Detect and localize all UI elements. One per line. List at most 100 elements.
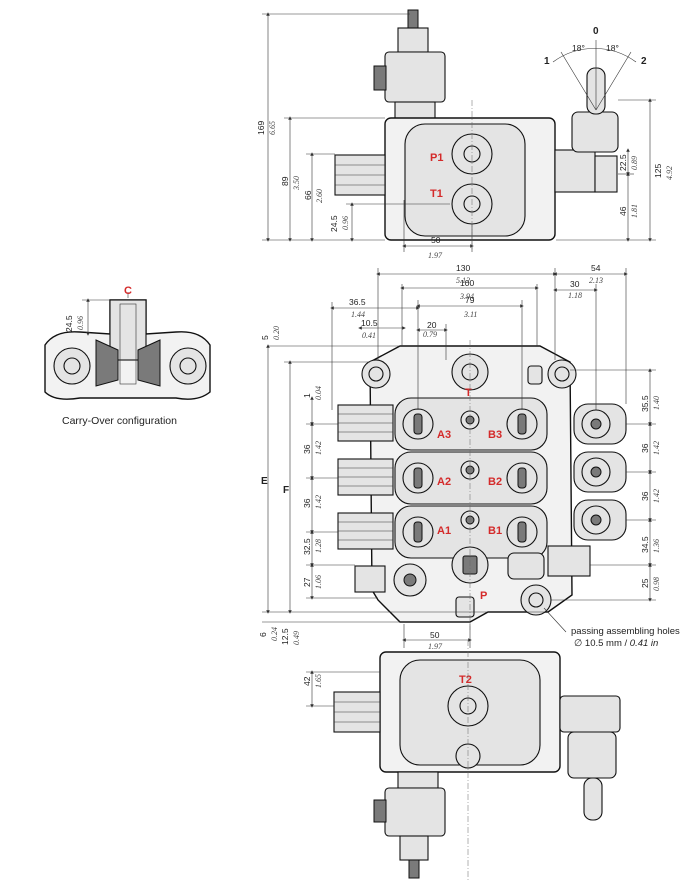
dim-top-24-5-in: 0.96 [341, 216, 350, 230]
dim-front-1: 1 [302, 393, 312, 398]
dim-top-46: 46 [618, 206, 628, 216]
port-label-b2: B2 [488, 476, 502, 488]
dim-front-54: 54 [591, 263, 601, 273]
top-view: 0 1 2 18° 18° P1 T1 169 6.65 89 3.50 66 … [256, 9, 674, 260]
dim-front-36-5: 36.5 [349, 297, 366, 307]
dim-front-20: 20 [427, 320, 437, 330]
dim-front-36-5-in: 1.44 [351, 310, 365, 319]
dim-front-35-5: 35.5 [640, 395, 650, 412]
carry-over-inset: C 24.5 0.96 Carry-Over configuration [44, 285, 211, 427]
dim-front-30: 30 [570, 279, 580, 289]
dim-front-F: F [283, 485, 289, 496]
dim-front-27: 27 [302, 577, 312, 587]
dim-top-169: 169 [256, 121, 266, 135]
port-label-t: T [465, 387, 472, 399]
dim-front-36-r2: 36 [640, 491, 650, 501]
lever-angle-left: 18° [572, 43, 585, 53]
dim-top-169-in: 6.65 [268, 121, 277, 135]
dim-top-89-in: 3.50 [292, 176, 301, 191]
dim-front-6-in: 0.24 [270, 627, 279, 641]
dim-front-25-in: 0.98 [652, 577, 661, 591]
dim-front-25: 25 [640, 578, 650, 588]
detent-cap-icon [507, 552, 545, 580]
dim-front-5: 5 [260, 335, 270, 340]
lever-angle-right: 18° [606, 43, 619, 53]
bottom-lever-boot-icon [567, 731, 617, 779]
bottom-solenoid-coil-icon [384, 787, 446, 837]
dim-front-36-b-in: 1.42 [314, 495, 323, 509]
lever-arc [552, 48, 637, 63]
coil-connector-icon [407, 9, 419, 29]
dim-top-22-5-in: 0.89 [630, 156, 639, 170]
dim-front-100: 100 [460, 278, 474, 288]
port-label-t1: T1 [430, 188, 443, 200]
dim-front-36-r1: 36 [640, 443, 650, 453]
bottom-coil-nut-icon [399, 835, 429, 861]
lever-boot-icon [571, 111, 619, 153]
dim-front-130-in: 5.12 [456, 276, 470, 285]
dim-front-32-5-in: 1.28 [314, 539, 323, 553]
dim-top-50: 50 [431, 235, 441, 245]
dim-front-50-in: 1.97 [428, 642, 443, 651]
port-label-p: P [480, 590, 487, 602]
dim-bottom-42-in: 1.65 [314, 674, 323, 688]
dim-front-6: 6 [258, 632, 268, 637]
dim-front-34-5-in: 1.36 [652, 539, 661, 553]
bottom-view: T2 42 1.65 [302, 640, 621, 880]
bottom-connector-icon [559, 695, 621, 733]
lever-block-icon [554, 149, 596, 193]
dim-top-125: 125 [653, 164, 663, 178]
dim-front-10-5: 10.5 [361, 318, 378, 328]
dim-front-36-a: 36 [302, 444, 312, 454]
port-label-a2: A2 [437, 476, 451, 488]
port-label-b1: B1 [488, 525, 502, 537]
dim-front-5-in: 0.20 [272, 326, 281, 340]
dim-front-79-in: 3.11 [463, 310, 477, 319]
carry-over-dim-24-5-in: 0.96 [76, 316, 85, 330]
dim-front-36-a-in: 1.42 [314, 441, 323, 455]
dim-top-66: 66 [303, 190, 313, 200]
dim-top-24-5: 24.5 [329, 215, 339, 232]
bottom-coil-connector-icon [408, 859, 420, 879]
bottom-coil-plug-icon [373, 799, 387, 823]
front-view: T A3 B3 A2 B2 A1 B1 P 130 5.12 54 2.13 1… [258, 263, 680, 651]
dim-front-36-b: 36 [302, 498, 312, 508]
dim-front-79: 79 [465, 295, 475, 305]
dim-front-20-in: 0.79 [423, 330, 437, 339]
dim-front-50: 50 [430, 630, 440, 640]
valve-cover-top [404, 123, 526, 237]
dim-front-E: E [261, 476, 268, 487]
relief-connector-icon [354, 565, 386, 593]
dim-front-130: 130 [456, 263, 470, 273]
port-label-b3: B3 [488, 429, 502, 441]
dim-top-89: 89 [280, 176, 290, 186]
dim-front-10-5-in: 0.41 [362, 331, 376, 340]
carry-over-caption: Carry-Over configuration [62, 415, 177, 427]
lever-zero-label: 0 [593, 26, 599, 37]
dim-front-27-in: 1.06 [314, 575, 323, 589]
dim-front-36-r2-in: 1.42 [652, 489, 661, 503]
lever-pos2-label: 2 [641, 56, 647, 67]
dim-front-54-in: 2.13 [589, 276, 603, 285]
bottom-lever-handle-icon [583, 777, 603, 821]
lever-cap-icon [594, 155, 618, 193]
solenoid-coil-icon [384, 51, 446, 103]
dim-top-125-in: 4.92 [665, 166, 674, 180]
carry-over-dim-24-5: 24.5 [64, 315, 74, 332]
dim-front-30-in: 1.18 [568, 291, 582, 300]
dim-front-35-5-in: 1.40 [652, 396, 661, 410]
dim-bottom-42: 42 [302, 676, 312, 686]
port-label-p1: P1 [430, 152, 443, 164]
carry-over-port-label: C [124, 285, 132, 297]
port-label-a1: A1 [437, 525, 451, 537]
dim-front-32-5: 32.5 [302, 538, 312, 555]
dim-front-1-in: 0.04 [314, 386, 323, 400]
dim-top-66-in: 2.60 [315, 189, 324, 203]
dim-front-34-5: 34.5 [640, 536, 650, 553]
dim-top-46-in: 1.81 [630, 204, 639, 218]
dim-top-22-5: 22.5 [618, 154, 628, 171]
port-label-t2: T2 [459, 674, 472, 686]
coil-plug-icon [373, 65, 387, 91]
lever-pos1-label: 1 [544, 56, 550, 67]
